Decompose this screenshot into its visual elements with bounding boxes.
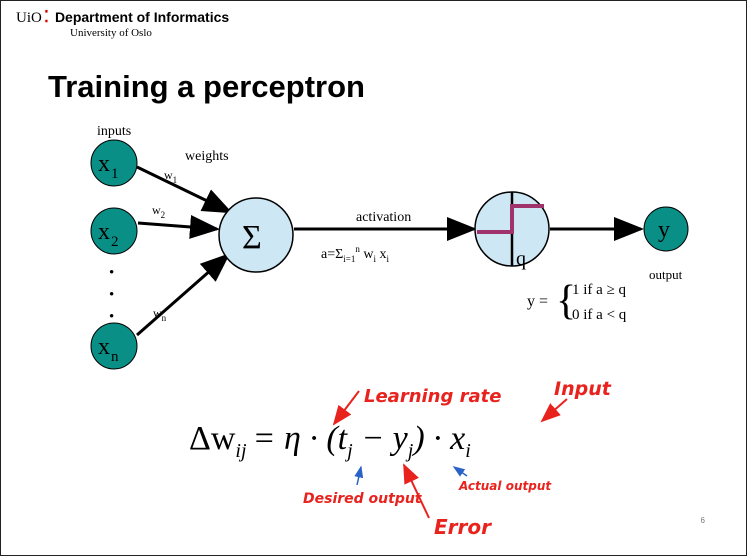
rule-case-2: 0 if a < q — [572, 307, 627, 323]
edge-x2-sum — [137, 214, 220, 239]
rule-lhs: y = — [527, 293, 548, 310]
output-node-y: y — [643, 206, 689, 252]
brace-icon: { — [556, 278, 576, 324]
rule-case-1: 1 if a ≥ q — [572, 282, 627, 298]
weights-label: weights — [185, 149, 229, 164]
desired-output-arrow-icon — [354, 465, 364, 486]
slide-title: Training a perceptron — [48, 69, 365, 104]
input-node-x1: x 1 — [90, 139, 138, 187]
edge-xn-sum — [136, 253, 231, 337]
threshold-q: q — [516, 248, 526, 270]
ellipsis-dot: • — [109, 265, 114, 281]
learning-rate-arrow-icon — [332, 390, 360, 426]
ellipsis-dot: • — [109, 287, 114, 303]
input-x2-base: x — [98, 219, 110, 245]
step-function-icon — [477, 204, 544, 234]
output-label: output — [649, 267, 683, 282]
page-number: 6 — [700, 516, 705, 525]
input-node-x2: x 2 — [90, 207, 138, 255]
input-xn-base: x — [98, 334, 110, 360]
uio-colon-icon: ⁚ — [43, 9, 49, 26]
department-name: Department of Informatics — [54, 9, 230, 25]
annotation-actual-output: Actual output — [458, 479, 552, 493]
output-y: y — [658, 217, 670, 243]
input-x1-sub: 1 — [111, 166, 119, 182]
input-xn-sub: n — [111, 349, 119, 365]
annotation-desired-output: Desired output — [303, 491, 423, 507]
weight-update-equation: Δwij= η · (tj − yj) · xi — [189, 420, 471, 462]
annotation-error: Error — [434, 515, 492, 539]
weight-wn: wn — [153, 306, 167, 323]
sigma-icon: Σ — [242, 219, 262, 256]
header: UiO⁚ Department of Informatics — [16, 7, 229, 27]
uio-logo: UiO — [16, 10, 42, 26]
input-arrow-icon — [540, 398, 568, 423]
ellipsis-dot: • — [109, 309, 114, 325]
edge-x1-sum — [136, 165, 233, 214]
university-name: University of Oslo — [70, 27, 152, 39]
weight-w2: w2 — [152, 203, 165, 220]
summation-node: Σ — [218, 197, 294, 273]
threshold-node: q — [474, 191, 550, 270]
input-x2-sub: 2 — [111, 234, 119, 250]
input-x1-base: x — [98, 151, 110, 177]
inputs-label: inputs — [97, 124, 131, 139]
weight-w1: w1 — [164, 168, 177, 185]
annotation-learning-rate: Learning rate — [364, 386, 502, 407]
activation-label: activation — [356, 210, 411, 225]
actual-output-arrow-icon — [452, 466, 468, 477]
annotation-input: Input — [554, 378, 612, 400]
activation-formula: a=Σi=1n wi xi — [321, 244, 389, 264]
input-node-xn: x n — [90, 322, 138, 370]
error-arrow-icon — [403, 463, 430, 519]
